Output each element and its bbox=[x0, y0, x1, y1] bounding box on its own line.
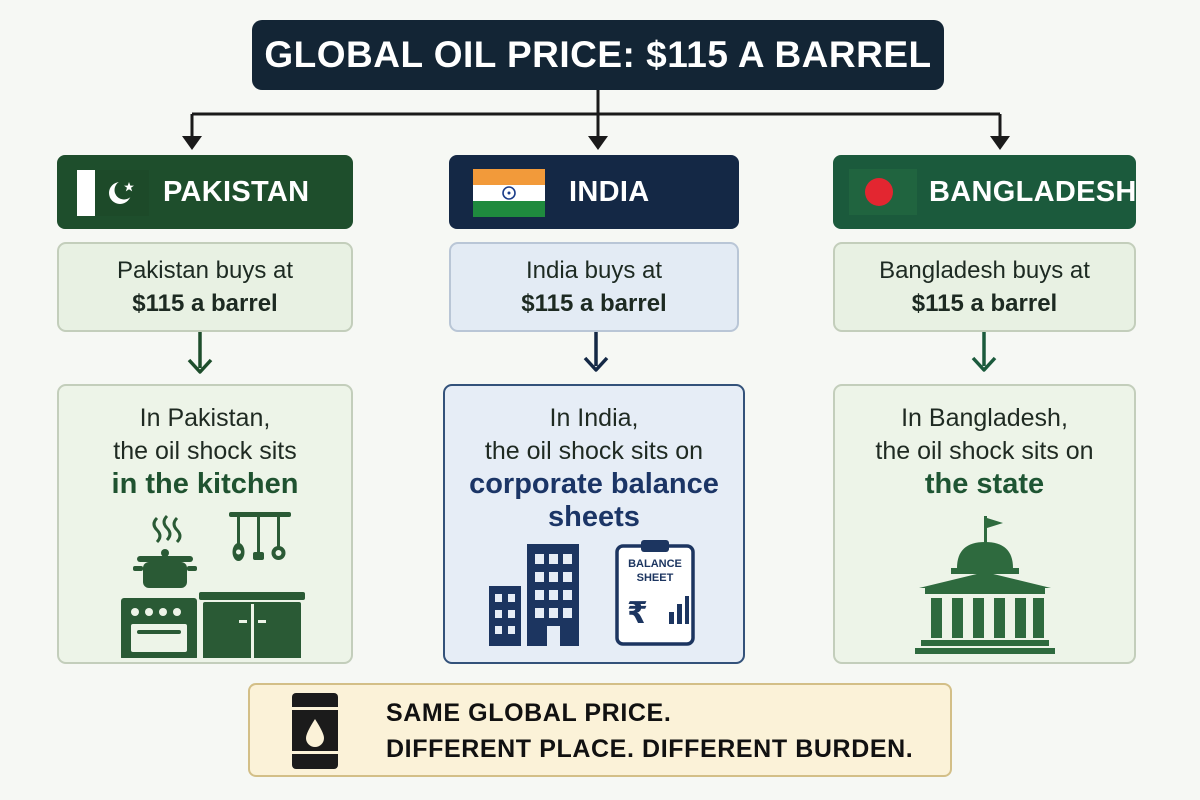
india-shock-line2: the oil shock sits on bbox=[484, 437, 704, 465]
india-shock-box: In India, the oil shock sits on corporat… bbox=[443, 384, 745, 664]
bangladesh-shock-box: In Bangladesh, the oil shock sits on the… bbox=[833, 384, 1136, 664]
bangladesh-flag-icon bbox=[849, 169, 917, 215]
footer-line2: DIFFERENT PLACE. DIFFERENT BURDEN. bbox=[386, 735, 914, 763]
india-buys-price: $115 a barrel bbox=[521, 290, 667, 317]
pakistan-buys-line1: Pakistan buys at bbox=[116, 257, 294, 284]
bangladesh-shock-line1: In Bangladesh, bbox=[901, 404, 1068, 432]
bangladesh-header: BANGLADESH bbox=[833, 155, 1136, 229]
bangladesh-shock-line2: the oil shock sits on bbox=[875, 437, 1094, 465]
office-buildings-icon bbox=[489, 544, 579, 646]
pakistan-shock-box: In Pakistan, the oil shock sits in the k… bbox=[57, 384, 353, 664]
page-title: GLOBAL OIL PRICE: $115 A BARREL bbox=[264, 34, 932, 75]
india-shock-line1: In India, bbox=[549, 404, 639, 432]
pakistan-header-label: PAKISTAN bbox=[163, 176, 310, 208]
clipboard-label-line2: SHEET bbox=[636, 572, 674, 584]
bangladesh-buys-price: $115 a barrel bbox=[911, 290, 1058, 317]
balance-sheet-clipboard-icon: BALANCE SHEET ₹ bbox=[615, 540, 695, 646]
kitchen-icon bbox=[121, 512, 305, 658]
pakistan-header: PAKISTAN bbox=[57, 155, 353, 229]
bangladesh-buys-box: Bangladesh buys at $115 a barrel bbox=[833, 242, 1136, 332]
oil-barrel-icon bbox=[292, 693, 338, 769]
pakistan-buys-box: Pakistan buys at $115 a barrel bbox=[57, 242, 353, 332]
pakistan-flag-icon bbox=[77, 170, 149, 216]
footer-banner: SAME GLOBAL PRICE. DIFFERENT PLACE. DIFF… bbox=[248, 683, 952, 777]
rupee-symbol: ₹ bbox=[627, 597, 648, 630]
india-buys-line1: India buys at bbox=[525, 257, 663, 284]
title-banner: GLOBAL OIL PRICE: $115 A BARREL bbox=[252, 20, 944, 90]
india-header-label: INDIA bbox=[569, 176, 650, 208]
pakistan-buys-price: $115 a barrel bbox=[132, 290, 278, 317]
india-shock-highlight: corporate balance sheets bbox=[469, 468, 719, 533]
pakistan-shock-highlight: in the kitchen bbox=[111, 468, 299, 500]
pakistan-shock-line2: the oil shock sits bbox=[113, 437, 297, 465]
bangladesh-buys-line1: Bangladesh buys at bbox=[879, 257, 1090, 284]
government-building-icon bbox=[915, 516, 1055, 654]
clipboard-label-line1: BALANCE bbox=[628, 558, 682, 570]
india-header: INDIA bbox=[449, 155, 739, 229]
footer-line1: SAME GLOBAL PRICE. bbox=[386, 699, 672, 727]
india-buys-box: India buys at $115 a barrel bbox=[449, 242, 739, 332]
india-flag-icon bbox=[473, 169, 545, 217]
bangladesh-header-label: BANGLADESH bbox=[929, 176, 1137, 208]
bangladesh-shock-highlight: the state bbox=[924, 468, 1045, 500]
pakistan-shock-line1: In Pakistan, bbox=[139, 404, 271, 432]
